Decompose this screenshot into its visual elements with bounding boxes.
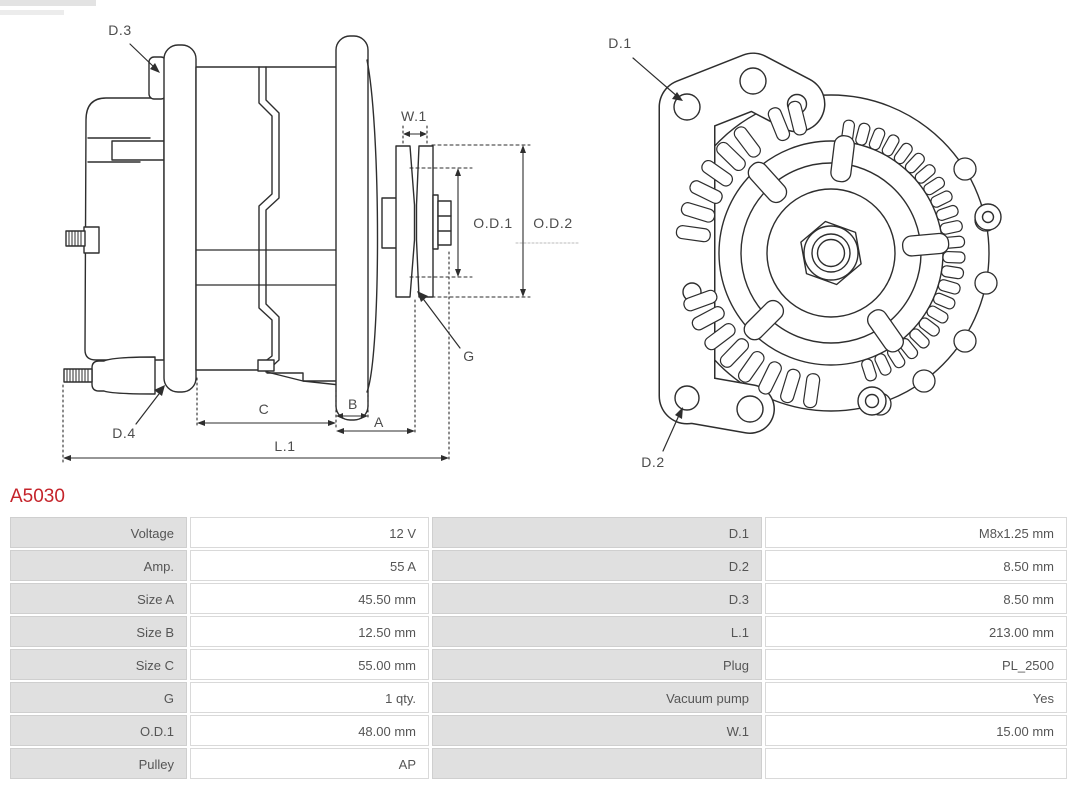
mount-hole-top-2	[739, 67, 767, 95]
mount-hole-bottom	[674, 385, 700, 411]
technical-diagram: D.3 D.4 W.1 O.D.1 O.D.2	[62, 22, 1002, 470]
nose-cone	[366, 59, 379, 393]
dim-label-d1: D.1	[608, 35, 632, 51]
dim-label-od1: O.D.1	[473, 215, 513, 231]
spec-value: 8.50 mm	[765, 583, 1067, 614]
spec-value: 55.00 mm	[190, 649, 429, 680]
spec-value: 48.00 mm	[190, 715, 429, 746]
spec-value: M8x1.25 mm	[765, 517, 1067, 548]
dim-d3: D.3	[108, 22, 160, 73]
spec-label: Vacuum pump	[432, 682, 762, 713]
pulley-right-disc	[415, 145, 434, 298]
spec-label: Pulley	[10, 748, 187, 779]
spec-label: D.2	[432, 550, 762, 581]
mount-hole-bottom-2	[736, 395, 764, 423]
dim-d4: D.4	[112, 385, 165, 441]
fan-spokes	[743, 135, 950, 353]
spec-value: 55 A	[190, 550, 429, 581]
spec-label	[432, 748, 762, 779]
dim-label-d4: D.4	[112, 425, 136, 441]
dim-label-d2: D.2	[641, 454, 665, 470]
dim-label-g: G	[463, 348, 475, 364]
dim-label-a: A	[374, 414, 384, 430]
dim-d2: D.2	[641, 407, 683, 470]
dim-c: C	[196, 377, 337, 429]
spec-label: L.1	[432, 616, 762, 647]
dim-label-l1: L.1	[274, 438, 295, 454]
spec-value: PL_2500	[765, 649, 1067, 680]
vent-slots-upper	[675, 100, 808, 243]
watermark-strip	[0, 0, 96, 6]
rear-housing-slot	[111, 140, 165, 161]
terminal-base	[83, 226, 100, 254]
spec-label: Plug	[432, 649, 762, 680]
spec-value: 8.50 mm	[765, 550, 1067, 581]
alternator-front-view: D.1 D.2	[608, 35, 1002, 470]
bottom-stud-threads	[66, 368, 89, 383]
pulley-nut	[437, 200, 452, 246]
spec-value: AP	[190, 748, 429, 779]
dim-label-b: B	[348, 396, 358, 412]
spec-label: G	[10, 682, 187, 713]
pulley-washer	[432, 194, 439, 250]
body-foot-notch	[257, 359, 275, 372]
spec-value: 12.50 mm	[190, 616, 429, 647]
spec-value: 15.00 mm	[765, 715, 1067, 746]
dim-label-c: C	[259, 401, 270, 417]
spec-value: 12 V	[190, 517, 429, 548]
hub-shaft-end	[816, 238, 846, 268]
spec-label: Size C	[10, 649, 187, 680]
dim-g: G	[417, 291, 475, 364]
terminal-stud-threads	[68, 230, 82, 247]
shaft	[381, 197, 398, 249]
pulley-nut-facets	[437, 215, 452, 232]
front-flange	[335, 35, 369, 421]
body-channel-right	[265, 66, 280, 373]
spec-value: 1 qty.	[190, 682, 429, 713]
dim-label-w1: W.1	[401, 108, 427, 124]
rear-boot	[91, 356, 156, 395]
dim-label-d3: D.3	[108, 22, 132, 38]
rear-flange	[163, 44, 197, 393]
spec-value: 213.00 mm	[765, 616, 1067, 647]
dim-od1: O.D.1	[409, 167, 513, 278]
spec-value: Yes	[765, 682, 1067, 713]
rear-housing	[84, 97, 165, 361]
spec-label: Voltage	[10, 517, 187, 548]
spec-label: Amp.	[10, 550, 187, 581]
alternator-side-view: D.3 D.4 W.1 O.D.1 O.D.2	[62, 22, 579, 463]
dim-label-od2: O.D.2	[533, 215, 573, 231]
spec-label: Size A	[10, 583, 187, 614]
watermark-strip-2	[0, 10, 64, 15]
vent-slots-lower	[683, 289, 821, 409]
spec-table: Voltage 12 V D.1 M8x1.25 mm Amp. 55 A D.…	[10, 517, 1067, 779]
spec-label: Size B	[10, 616, 187, 647]
spec-value	[765, 748, 1067, 779]
spec-label: D.3	[432, 583, 762, 614]
part-number: A5030	[10, 486, 65, 507]
hub-nut	[800, 220, 862, 286]
spec-label: W.1	[432, 715, 762, 746]
spec-label: O.D.1	[10, 715, 187, 746]
dim-l1: L.1	[62, 251, 450, 463]
right-tab-hole	[981, 210, 995, 224]
pulley-left-disc	[395, 145, 416, 298]
dim-a: A	[336, 299, 416, 436]
spec-label: D.1	[432, 517, 762, 548]
dim-b: B	[336, 389, 369, 421]
dim-w1: W.1	[401, 108, 428, 145]
dim-od2: O.D.2	[431, 144, 579, 298]
bottom-right-ear-hole	[864, 393, 880, 409]
pulley-face	[766, 188, 896, 318]
body-bottom-slope	[266, 371, 341, 386]
spec-value: 45.50 mm	[190, 583, 429, 614]
dim-d1: D.1	[608, 35, 683, 101]
